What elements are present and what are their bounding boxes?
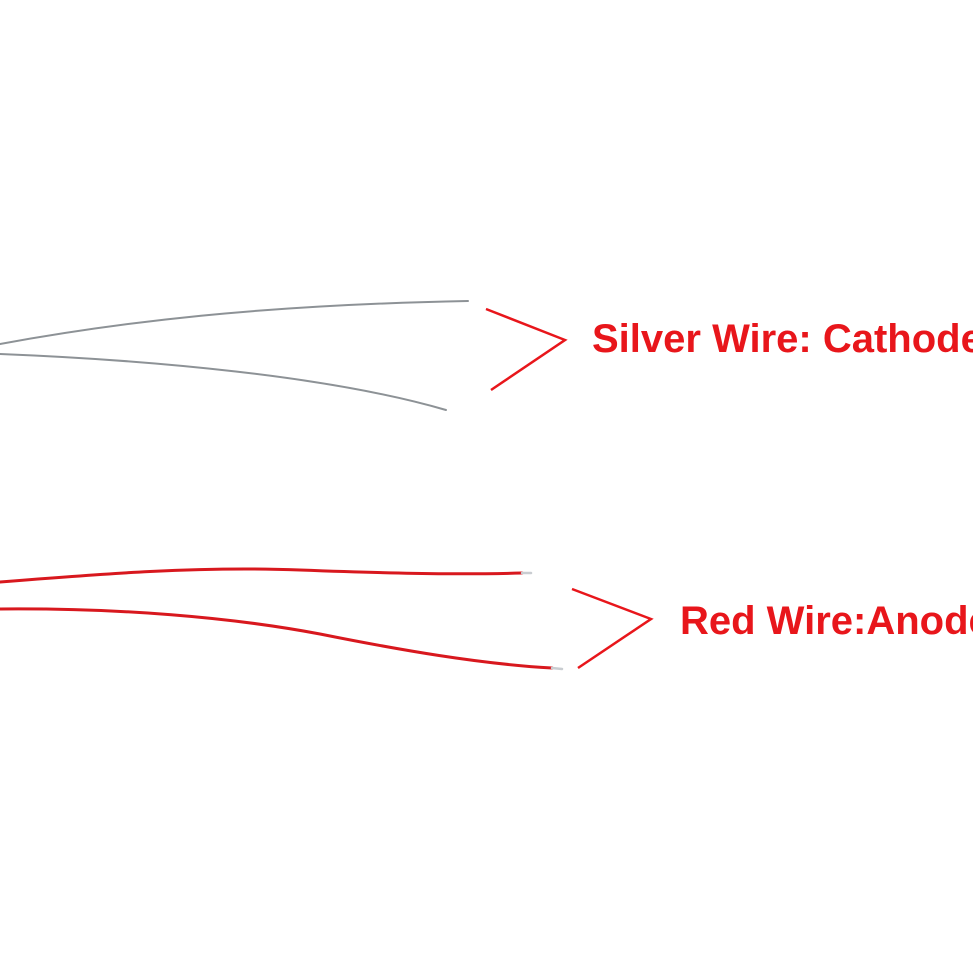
silver-wire-upper	[0, 300, 469, 345]
red-callout-bracket	[571, 587, 654, 670]
red-wire-upper	[0, 567, 524, 584]
red-wire-lower	[0, 607, 554, 670]
silver-wire-lower	[0, 353, 447, 411]
silver-callout-bracket	[485, 307, 568, 392]
silver-wire-label: Silver Wire: Cathode	[592, 317, 973, 361]
silver-wire-pair	[0, 300, 469, 411]
red-wire-lower-tip	[550, 666, 564, 671]
red-wire-label: Red Wire:Anode	[680, 599, 973, 643]
red-wire-pair	[0, 567, 564, 671]
